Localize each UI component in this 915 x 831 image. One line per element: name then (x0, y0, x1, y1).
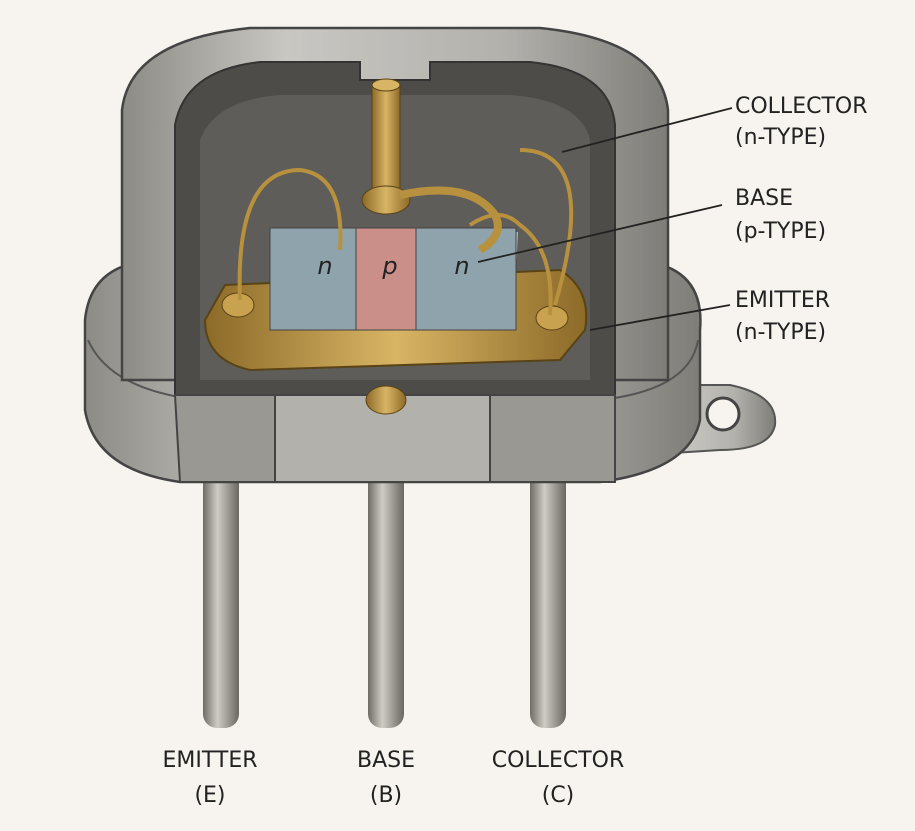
chip-label-n-right: n (454, 252, 469, 280)
base-label: BASE (735, 186, 793, 211)
mounting-hole (705, 396, 741, 432)
emitter-region (269, 227, 357, 331)
emitter-type: (n-TYPE) (735, 320, 826, 345)
collector-label: COLLECTOR (735, 94, 868, 119)
collector-pin-symbol: (C) (542, 783, 575, 808)
emitter-pin-symbol: (E) (194, 783, 225, 808)
pins (203, 460, 566, 728)
emitter-pin (203, 460, 239, 728)
leader-lines (477, 107, 733, 331)
emitter-pin-label: EMITTER (162, 748, 257, 773)
chip-label-n-left: n (317, 252, 332, 280)
base-region (355, 227, 417, 331)
collector-pin-label: COLLECTOR (492, 748, 625, 773)
base-pin-symbol: (B) (370, 783, 402, 808)
bond-wires (237, 148, 574, 316)
collector-type: (n-TYPE) (735, 125, 826, 150)
semiconductor-chip: n p n (269, 227, 518, 331)
base-pin-label: BASE (357, 748, 415, 773)
base-pin (368, 460, 404, 728)
base-type: (p-TYPE) (735, 219, 826, 244)
emitter-label: EMITTER (735, 288, 830, 313)
collector-post (361, 78, 411, 415)
collector-region (415, 227, 517, 331)
chip-label-p: p (381, 252, 397, 280)
collector-pin (530, 460, 566, 728)
